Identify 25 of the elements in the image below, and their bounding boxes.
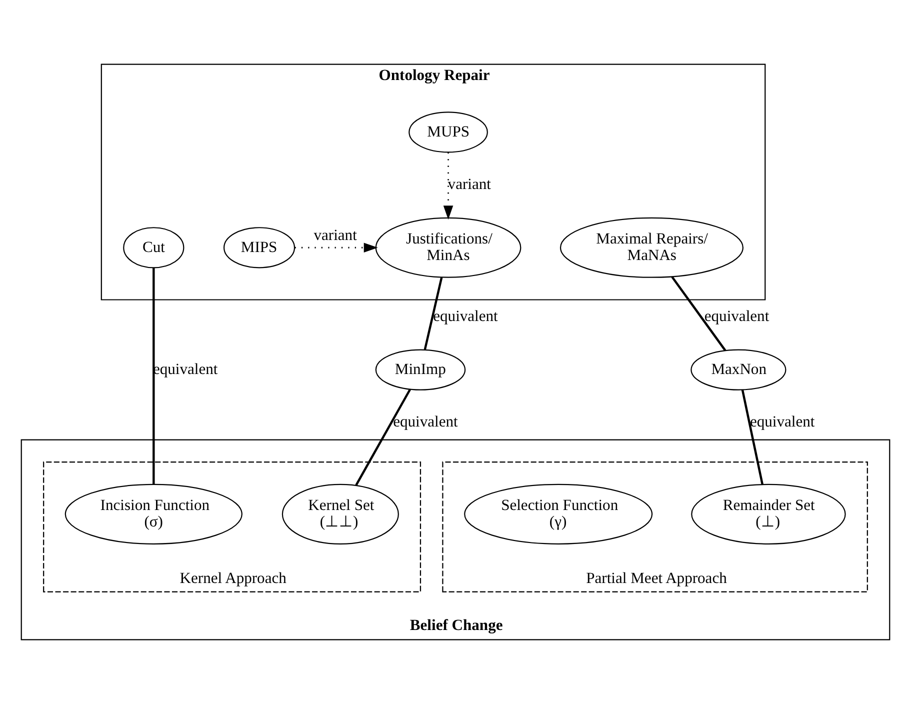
edge-label: variant xyxy=(314,227,357,244)
node-ellipse: MaxNon xyxy=(690,349,786,390)
connector xyxy=(424,277,443,350)
node-ellipse: Remainder Set (⊥) xyxy=(691,484,846,544)
node-ellipse: Justifications/ MinAs xyxy=(375,217,522,278)
edge-label: equivalent xyxy=(704,308,770,326)
connector xyxy=(355,388,411,486)
node-ellipse: MIPS xyxy=(223,227,296,268)
node-ellipse: MinImp xyxy=(375,349,466,390)
connector xyxy=(671,276,726,352)
edge-label: equivalent xyxy=(152,360,218,378)
edge-label: equivalent xyxy=(750,414,815,431)
node-ellipse: Kernel Set (⊥⊥) xyxy=(282,484,399,544)
node-ellipse: Maximal Repairs/ MaNAs xyxy=(560,217,744,278)
edge-label: variant xyxy=(448,176,491,194)
edge-label: equivalent xyxy=(433,308,498,326)
arrow xyxy=(294,242,378,253)
edge-label: equivalent xyxy=(393,414,458,431)
node-ellipse: Cut xyxy=(123,227,184,268)
node-ellipse: MUPS xyxy=(408,112,488,153)
node-ellipse: Selection Function (γ) xyxy=(464,484,653,544)
connector xyxy=(741,390,764,484)
node-ellipse: Incision Function (σ) xyxy=(64,484,242,544)
arrow xyxy=(443,152,454,220)
connector xyxy=(152,268,155,484)
